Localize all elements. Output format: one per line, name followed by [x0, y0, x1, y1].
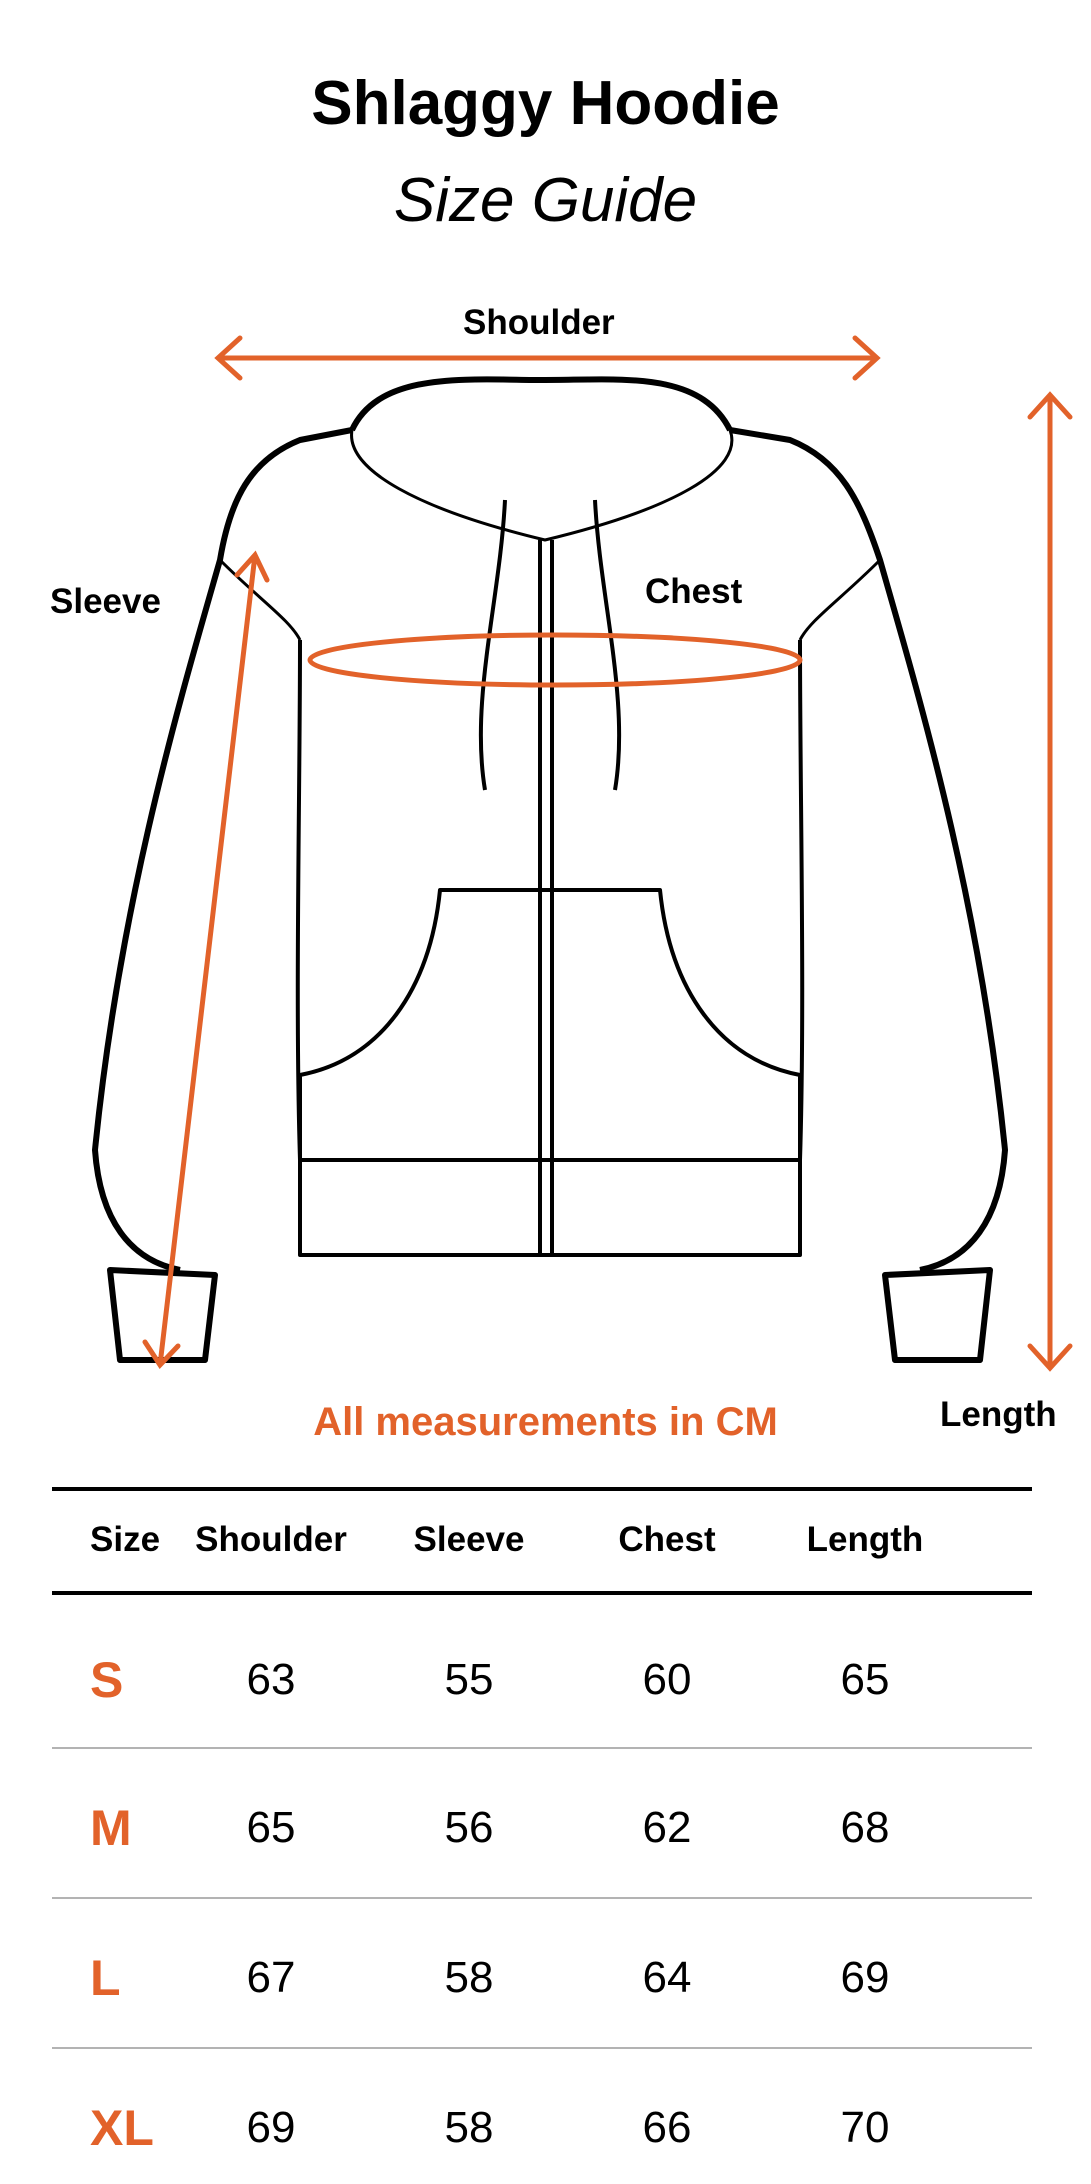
hoodie-illustration	[92, 335, 1073, 1372]
chest-cell: 60	[642, 1655, 692, 1704]
page-title: Shlaggy Hoodie	[311, 69, 780, 138]
shoulder-cell: 69	[246, 2103, 296, 2152]
table-header-rule	[52, 1591, 1032, 1595]
chest-cell: 66	[642, 2103, 692, 2152]
hoodie-outline	[92, 376, 1008, 1363]
row-divider	[52, 1897, 1032, 1899]
table-row: S 63 55 60 65	[52, 1645, 1032, 1715]
sleeve-cell: 56	[444, 1803, 494, 1852]
sleeve-label: Sleeve	[50, 582, 161, 621]
size-cell: XL	[90, 2100, 154, 2156]
col-shoulder: Shoulder	[195, 1520, 347, 1559]
page-subtitle: Size Guide	[393, 166, 698, 235]
shoulder-cell: 67	[246, 1953, 296, 2002]
length-cell: 69	[840, 1953, 890, 2002]
sleeve-arrow	[142, 550, 270, 1370]
sleeve-cell: 55	[444, 1655, 494, 1704]
shoulder-cell: 65	[246, 1803, 296, 1852]
table-row: XL 69 58 66 70	[52, 2093, 1032, 2163]
chest-cell: 62	[642, 1803, 692, 1852]
units-note: All measurements in CM	[313, 1400, 778, 1444]
table-row: M 65 56 62 68	[52, 1793, 1032, 1863]
col-sleeve: Sleeve	[413, 1520, 525, 1559]
row-divider	[52, 2047, 1032, 2049]
col-chest: Chest	[618, 1520, 716, 1559]
length-cell: 68	[840, 1803, 890, 1852]
measurement-arrows	[142, 335, 1073, 1372]
row-divider	[52, 1747, 1032, 1749]
size-cell: L	[90, 1950, 121, 2006]
chest-label: Chest	[645, 572, 743, 611]
shoulder-cell: 63	[246, 1655, 296, 1704]
table-header: Size Shoulder Sleeve Chest Length	[52, 1510, 1032, 1570]
length-label: Length	[940, 1395, 1057, 1434]
chest-ellipse	[307, 632, 803, 688]
shoulder-arrow	[214, 335, 881, 381]
length-arrow	[1027, 391, 1073, 1372]
col-size: Size	[90, 1520, 161, 1559]
shoulder-label: Shoulder	[463, 303, 615, 342]
length-cell: 70	[840, 2103, 890, 2152]
chest-cell: 64	[642, 1953, 692, 2002]
col-length: Length	[806, 1520, 924, 1559]
sleeve-cell: 58	[444, 1953, 494, 2002]
table-row: L 67 58 64 69	[52, 1943, 1032, 2013]
size-cell: S	[90, 1652, 124, 1708]
size-cell: M	[90, 1800, 132, 1856]
table-top-rule	[52, 1487, 1032, 1491]
sleeve-cell: 58	[444, 2103, 494, 2152]
length-cell: 65	[840, 1655, 890, 1704]
